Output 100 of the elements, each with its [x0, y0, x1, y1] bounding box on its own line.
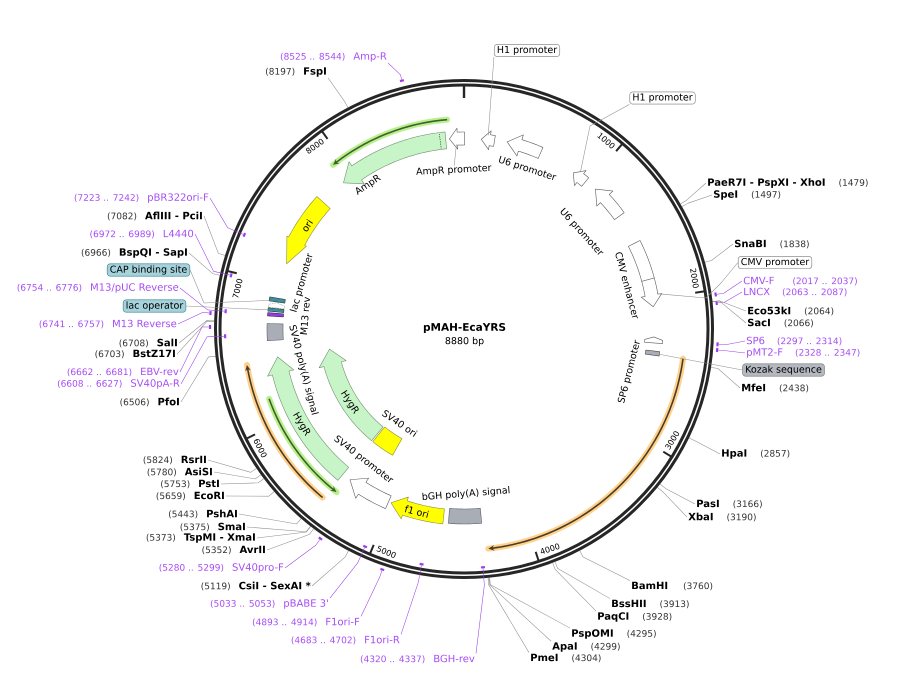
leader-line — [388, 62, 402, 80]
leader-line — [330, 547, 365, 598]
leader-line — [488, 578, 530, 653]
site-label: PmeI (4304) — [531, 654, 601, 662]
leader-line — [178, 312, 210, 324]
leader-line — [188, 252, 220, 276]
label-box: Kozak sequence — [742, 364, 825, 376]
leader-line — [656, 262, 738, 298]
primer-mark — [716, 342, 719, 346]
site-label: (5443) PshAI — [168, 510, 237, 518]
feature-label: M13 rev — [300, 296, 310, 334]
site-label: (5375) SmaI — [180, 522, 245, 532]
feature-label: AmpR promoter — [416, 164, 492, 176]
leader-line — [312, 550, 349, 586]
site-label: (6703) BstZ17I — [95, 350, 175, 358]
label-box: CAP binding site — [106, 264, 190, 276]
leader-line — [657, 487, 688, 518]
leader-line — [220, 478, 264, 484]
leader-line — [682, 194, 712, 207]
primer-mark — [419, 562, 424, 566]
leader-line — [266, 528, 314, 550]
primer-label: (6741 .. 6757) M13 Reverse — [40, 320, 176, 328]
scale-number: 5000 — [376, 546, 396, 558]
feature-symbol — [449, 128, 465, 150]
leader-line — [579, 550, 630, 581]
primer-mark — [230, 273, 233, 278]
site-label: (5824) RsrII — [144, 456, 206, 464]
primer-mark — [208, 325, 212, 330]
plasmid-length: 8880 bp — [446, 336, 484, 346]
primer-label: (4683 .. 4702) F1ori-R — [292, 636, 400, 644]
leader-line — [180, 288, 225, 312]
site-label: (5780) AsiSI — [148, 468, 212, 476]
site-label: BssHII (3913) — [612, 600, 689, 608]
leader-line — [716, 280, 742, 295]
leader-line — [180, 326, 209, 372]
primer-label: (6972 .. 6989) L4440 — [90, 230, 194, 238]
site-label: (6708) SalI — [120, 338, 177, 348]
leader-line — [704, 244, 734, 263]
site-label: (5659) EcoRI — [156, 492, 224, 500]
leader-line — [658, 354, 743, 370]
leader-line — [194, 234, 230, 276]
label-box: CMV promoter — [738, 256, 812, 269]
leader-line — [712, 300, 746, 312]
primer-label: (5280 .. 5299) SV40pro-F — [160, 563, 284, 573]
leader-line — [718, 292, 742, 304]
leader-line — [210, 198, 244, 235]
scale-number: 2000 — [690, 268, 699, 288]
leader-line — [580, 104, 630, 173]
site-label: SnaBI (1838) — [734, 240, 809, 248]
primer-label: (4893 .. 4914) F1ori-F — [252, 618, 360, 626]
feature-symbol — [640, 278, 662, 308]
leader-line — [489, 577, 570, 628]
plasmid-name: pMAH-EcaYRS — [424, 323, 506, 333]
feature-symbol — [572, 170, 589, 187]
leader-line — [660, 484, 696, 504]
leader-line — [476, 568, 485, 654]
feature-label: SP6 promoter — [618, 340, 640, 404]
primer-mark — [380, 568, 385, 572]
leader-line — [488, 56, 494, 136]
leader-line — [208, 460, 257, 473]
primer-label: (6662 .. 6681) EBV-rev — [68, 368, 179, 376]
site-label: PaqCI (3928) — [598, 612, 672, 622]
primer-label: (5033 .. 5053) pBABE 3' — [210, 599, 328, 609]
leader-line — [180, 356, 216, 402]
primer-mark — [209, 310, 212, 316]
leader-line — [186, 306, 269, 310]
site-label: PaeR7I - PspXI - XhoI (1479) — [708, 178, 868, 188]
site-label: HpaI (2857) — [722, 449, 790, 459]
primer-mark — [716, 348, 718, 352]
primer-label: LNCX (2063 .. 2087) — [744, 288, 847, 296]
primer-label: pMT2-F (2328 .. 2347) — [747, 348, 860, 358]
leader-line — [488, 577, 552, 642]
primer-label: SP6 (2297 .. 2314) — [746, 336, 842, 346]
site-label: XbaI (3190) — [688, 512, 756, 522]
leader-line — [176, 320, 214, 354]
leader-line — [454, 144, 457, 166]
feature-bar — [645, 350, 660, 356]
site-label: (8197) FspI — [266, 67, 326, 77]
leader-line — [226, 491, 274, 496]
primer-label: (7223 .. 7242) pBR322ori-F — [74, 193, 208, 203]
leader-line — [710, 367, 740, 388]
leader-line — [680, 182, 706, 204]
primer-label: (8525 .. 8544) Amp-R — [280, 52, 387, 62]
primer-mark — [715, 300, 718, 306]
leader-line — [718, 340, 746, 346]
leader-line — [712, 300, 746, 324]
leader-line — [190, 270, 270, 304]
leader-line — [180, 336, 224, 384]
leader-line — [400, 565, 422, 635]
leader-line — [256, 526, 311, 538]
primer-mark — [318, 536, 323, 541]
site-label: MfeI (2438) — [742, 384, 808, 392]
leader-line — [360, 570, 382, 617]
leader-line — [178, 320, 214, 344]
site-label: BamHI (3760) — [632, 582, 712, 590]
site-label: SpeI (1497) — [714, 190, 780, 200]
site-label: PspOMI (4295) — [572, 629, 656, 639]
site-label: ApaI (4299) — [552, 642, 620, 652]
site-label: PasI (3166) — [697, 500, 762, 508]
leader-line — [328, 78, 348, 108]
